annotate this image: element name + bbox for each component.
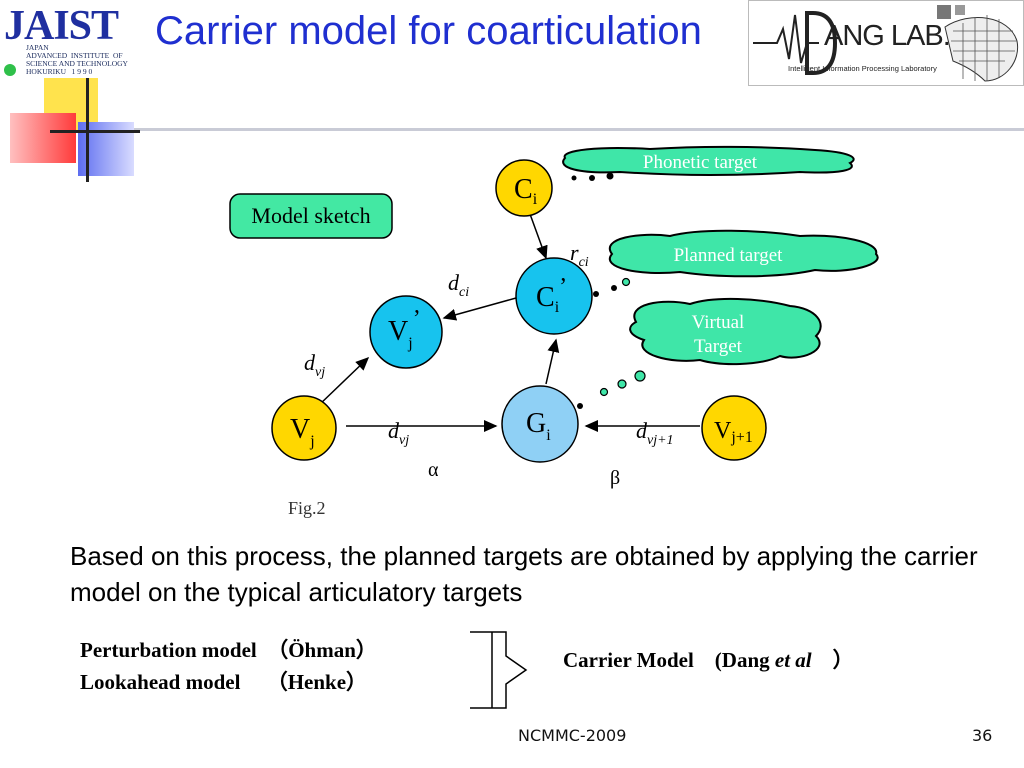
dang-lab-logo-graphic-icon: [753, 5, 1019, 82]
planned-dots: [593, 277, 631, 297]
node-vj-plus-1: [701, 395, 767, 461]
label-beta: β: [610, 467, 620, 489]
phonetic-target-cloud: [562, 145, 855, 176]
node-gi-label: Gi: [526, 408, 551, 444]
arrow-vj-to-vjp: [317, 356, 370, 407]
jaist-logo-dot-icon: [4, 64, 16, 76]
node-vj-label: Vj: [290, 414, 315, 450]
virtual-dots: [577, 370, 646, 409]
carrier-model-diagram: Model sketch Phonetic target Planned tar…: [229, 145, 879, 518]
page-number: 36: [972, 726, 993, 745]
virtual-target-cloud: [629, 297, 822, 366]
node-ci-prime-label: Ci’: [536, 274, 567, 316]
label-dvj-plus-1: dvj+1: [636, 418, 674, 448]
model-sketch-box: [229, 193, 393, 239]
label-dci: dci: [448, 270, 469, 300]
model-list: Perturbation model （Öhman） Lookahead mod…: [80, 634, 377, 698]
title-divider: [120, 128, 1024, 131]
node-gi: [501, 385, 579, 463]
decor-red-square: [10, 113, 76, 163]
node-vj: [271, 395, 337, 461]
perturbation-model: Perturbation model （Öhman）: [80, 638, 377, 662]
node-ci-label: Ci: [514, 174, 538, 208]
phonetic-target-label: Phonetic target: [643, 152, 758, 173]
carrier-model-label: Carrier Model (Dang et al ）: [563, 648, 854, 672]
description-paragraph: Based on this process, the planned targe…: [70, 541, 978, 607]
node-vj-plus-1-label: Vj+1: [714, 418, 753, 446]
node-vj-prime-label: Vj’: [388, 306, 421, 352]
virtual-target-label-line1: Virtual: [692, 312, 745, 333]
label-dvj-diagonal: dvj: [304, 350, 325, 380]
arrow-gi-to-cip: [545, 338, 560, 385]
phonetic-dots: [571, 172, 614, 181]
dang-lab-logo-text: ANG LAB.: [824, 20, 951, 52]
arrow-ci-to-cip: [529, 213, 548, 260]
label-rci: rci: [570, 240, 589, 270]
node-vj-prime: [369, 295, 443, 369]
jaist-logo-subtitle: JAPAN ADVANCED INSTITUTE OF SCIENCE AND …: [26, 43, 128, 76]
label-alpha: α: [428, 459, 439, 481]
combine-arrow-icon: [470, 631, 528, 709]
dang-lab-logo-subtitle: Intelligent Information Processing Labor…: [788, 64, 937, 73]
label-dvj-horizontal: dvj: [388, 418, 409, 448]
lookahead-model: Lookahead model （Henke）: [80, 670, 368, 694]
decor-horizontal-line: [50, 130, 140, 133]
jaist-logo-text: JAIST: [4, 3, 119, 49]
planned-target-label: Planned target: [674, 245, 784, 266]
virtual-target-label-line2: Target: [694, 336, 743, 357]
arrow-cip-to-vjp: [442, 297, 517, 321]
node-ci: [495, 159, 553, 217]
node-ci-prime: [515, 257, 593, 335]
planned-target-cloud: [608, 229, 879, 278]
figure-label: Fig.2: [288, 498, 326, 518]
footer-conference: NCMMC-2009: [518, 726, 627, 745]
model-sketch-label: Model sketch: [251, 203, 370, 228]
slide-title: Carrier model for coarticulation: [155, 9, 702, 53]
dang-lab-logo: [748, 0, 1024, 86]
